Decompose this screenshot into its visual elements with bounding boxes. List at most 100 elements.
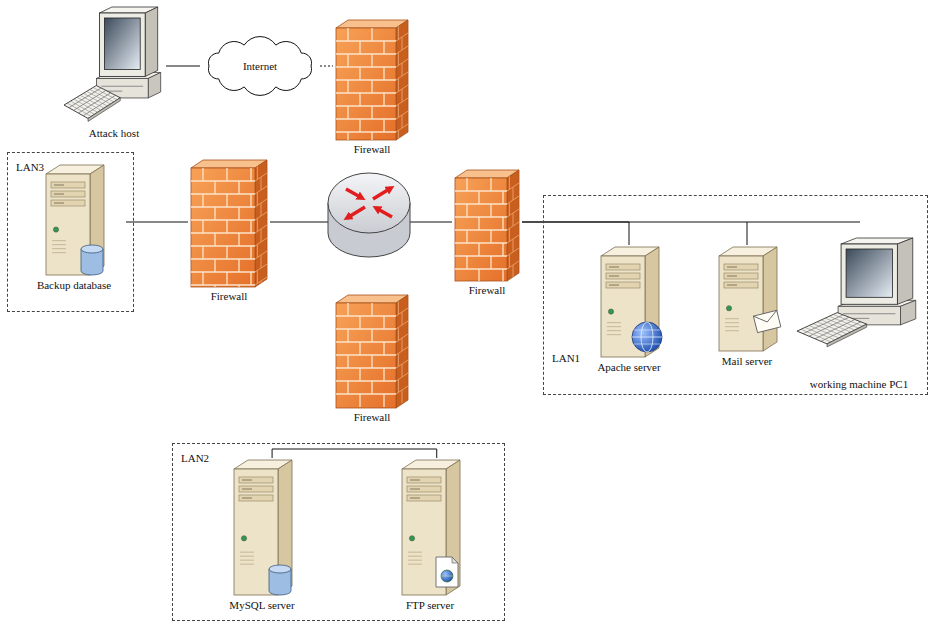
icon-part <box>817 322 847 334</box>
icon-part <box>238 285 239 287</box>
icon-part <box>398 353 399 366</box>
icon-part <box>452 557 458 563</box>
node-label: Mail server <box>722 355 772 368</box>
icon-part <box>257 218 258 231</box>
computer-graphic <box>62 5 166 127</box>
icon-part <box>226 194 227 207</box>
icon-part <box>336 40 396 41</box>
icon-part <box>238 233 239 246</box>
connector-line <box>166 66 200 67</box>
icon-part <box>261 177 262 190</box>
icon-part <box>238 181 239 194</box>
icon-part <box>250 272 251 285</box>
icon-part <box>408 552 422 553</box>
icon-part <box>191 219 255 220</box>
icon-part <box>606 264 640 270</box>
icon-part <box>359 316 360 329</box>
icon-part <box>226 168 227 181</box>
icon-part <box>455 268 507 269</box>
node-label: Firewall <box>211 290 248 303</box>
router-top <box>328 173 410 233</box>
computer-icon <box>64 7 161 121</box>
icon-part <box>80 95 104 108</box>
icon-part <box>398 301 399 314</box>
icon-part <box>52 240 66 241</box>
icon-part <box>336 393 396 394</box>
icon-part <box>843 313 895 314</box>
icon-part <box>398 379 399 392</box>
icon-part <box>191 193 255 194</box>
icon-part <box>240 552 254 553</box>
workstation: working machine PC1 <box>795 236 923 391</box>
icon-part <box>74 99 98 112</box>
icon-part <box>607 326 621 327</box>
icon-part <box>191 271 255 272</box>
router-arrow <box>373 188 391 199</box>
server-graphic <box>22 163 126 279</box>
icon-part <box>809 326 839 338</box>
node-label: Firewall <box>469 284 506 297</box>
icon-part <box>396 321 408 329</box>
icon-part <box>347 106 348 119</box>
icon-part <box>383 368 384 381</box>
server-graphic <box>588 245 670 361</box>
icon-part <box>359 67 360 80</box>
icon-part <box>478 269 479 281</box>
lan-group: LAN2MySQL serverFTP server <box>172 443 505 621</box>
icon-part <box>239 486 273 492</box>
icon-part <box>726 306 731 311</box>
icon-part <box>239 495 273 501</box>
network-label: LAN1 <box>552 352 580 365</box>
icon-part <box>436 557 458 587</box>
icon-part <box>242 489 252 490</box>
icon-part <box>383 316 384 329</box>
icon-part <box>347 28 348 41</box>
server-icon <box>402 460 460 595</box>
node-label: Backup database <box>37 279 111 292</box>
firewall-graphic <box>188 158 270 290</box>
attack-host: Attack host <box>62 5 166 140</box>
icon-part <box>145 7 157 76</box>
icon-part <box>359 41 360 54</box>
firewall-icon <box>191 160 267 287</box>
icon-part <box>242 480 252 481</box>
icon-part <box>410 498 420 499</box>
icon-part <box>813 324 843 336</box>
icon-part <box>64 86 120 119</box>
wire <box>270 222 330 223</box>
icon-part <box>191 168 255 287</box>
icon-part <box>841 244 897 304</box>
firewall: Firewall <box>188 158 270 303</box>
icon-part <box>509 202 510 215</box>
icon-part <box>502 243 503 256</box>
node-label: FTP server <box>406 599 454 612</box>
icon-part <box>829 316 859 328</box>
icon-part <box>257 244 258 257</box>
icon-part <box>402 89 403 102</box>
icon-part <box>455 190 507 191</box>
server-icon <box>601 247 662 357</box>
icon-part <box>255 277 267 285</box>
icon-part <box>490 204 491 217</box>
icon-part <box>727 276 737 277</box>
icon-part <box>507 196 519 204</box>
node-label: working machine PC1 <box>810 378 908 391</box>
icon-part <box>255 186 267 194</box>
icon-part <box>242 498 252 499</box>
icon-part <box>396 46 408 54</box>
icon-part <box>371 28 372 41</box>
icon-part <box>347 54 348 67</box>
icon-part <box>191 232 255 233</box>
icon-part <box>632 322 662 352</box>
icon-part <box>815 320 855 339</box>
server-icon <box>46 165 104 275</box>
icon-part <box>226 272 227 285</box>
router-icon <box>328 173 410 257</box>
icon-part <box>336 315 396 316</box>
icon-part <box>410 480 420 481</box>
icon-part <box>441 570 453 582</box>
icon-part <box>396 72 408 80</box>
icon-part <box>51 200 85 206</box>
icon-part <box>725 330 739 331</box>
icon-part <box>202 220 203 233</box>
